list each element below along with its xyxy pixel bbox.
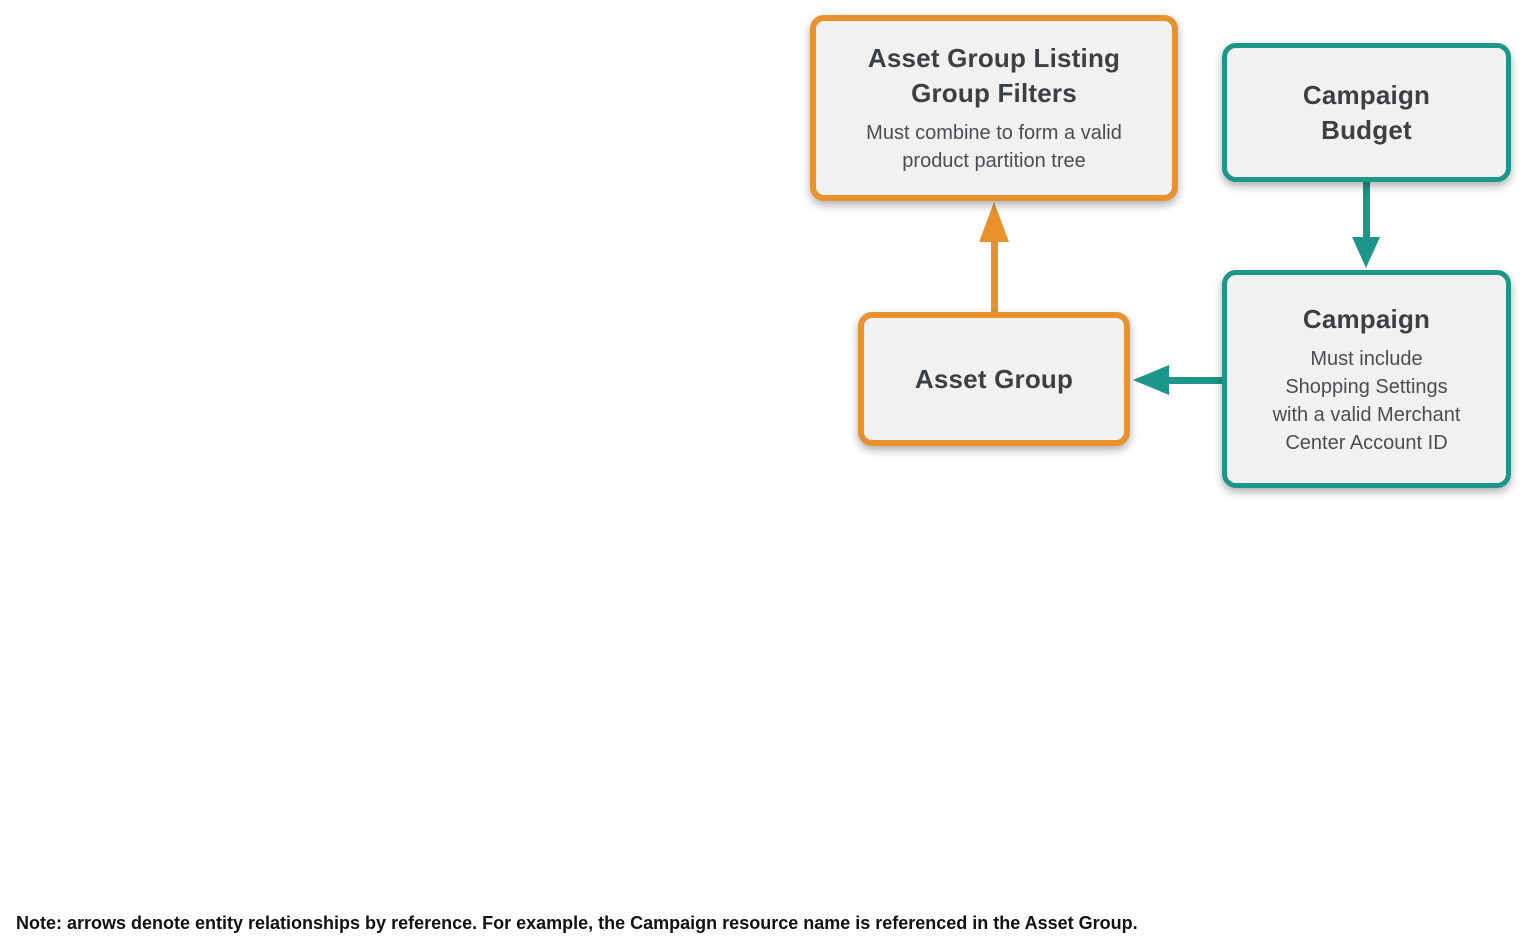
title-line: Asset Group Listing xyxy=(867,43,1121,73)
node-title: Campaign Budget xyxy=(1303,78,1430,148)
subtitle-line: product partition tree xyxy=(902,150,1086,172)
title-line: Campaign xyxy=(1302,303,1431,334)
node-subtitle: Must include Shopping Settings with a va… xyxy=(1273,345,1461,457)
node-asset-group: Asset Group xyxy=(858,312,1130,446)
subtitle-line: Must combine to form a valid xyxy=(866,122,1122,144)
node-campaign: Campaign Must include Shopping Settings … xyxy=(1222,270,1511,488)
node-title: Asset Group xyxy=(915,362,1073,397)
node-asset-group-listing-group-filters: Asset Group Listing Group Filters Must c… xyxy=(810,15,1178,201)
arrow-asset-group-to-listing-group-filters xyxy=(979,202,1009,314)
subtitle-line: Must include xyxy=(1310,347,1423,370)
subtitle-line: Center Account ID xyxy=(1285,431,1448,454)
title-line: Budget xyxy=(1321,114,1412,145)
arrow-campaign-budget-to-campaign xyxy=(1352,182,1380,268)
node-campaign-budget: Campaign Budget xyxy=(1222,43,1511,182)
subtitle-line: with a valid Merchant xyxy=(1272,403,1461,426)
node-title: Asset Group Listing Group Filters xyxy=(868,41,1120,111)
arrow-campaign-to-asset-group xyxy=(1133,365,1222,395)
title-line: Asset Group xyxy=(914,363,1074,394)
title-line: Group Filters xyxy=(911,78,1077,108)
node-title: Campaign xyxy=(1303,302,1430,337)
note-text: Note: arrows denote entity relationships… xyxy=(16,913,1138,933)
title-line: Campaign xyxy=(1302,79,1431,110)
subtitle-line: Shopping Settings xyxy=(1285,375,1448,398)
node-subtitle: Must combine to form a valid product par… xyxy=(866,119,1122,175)
